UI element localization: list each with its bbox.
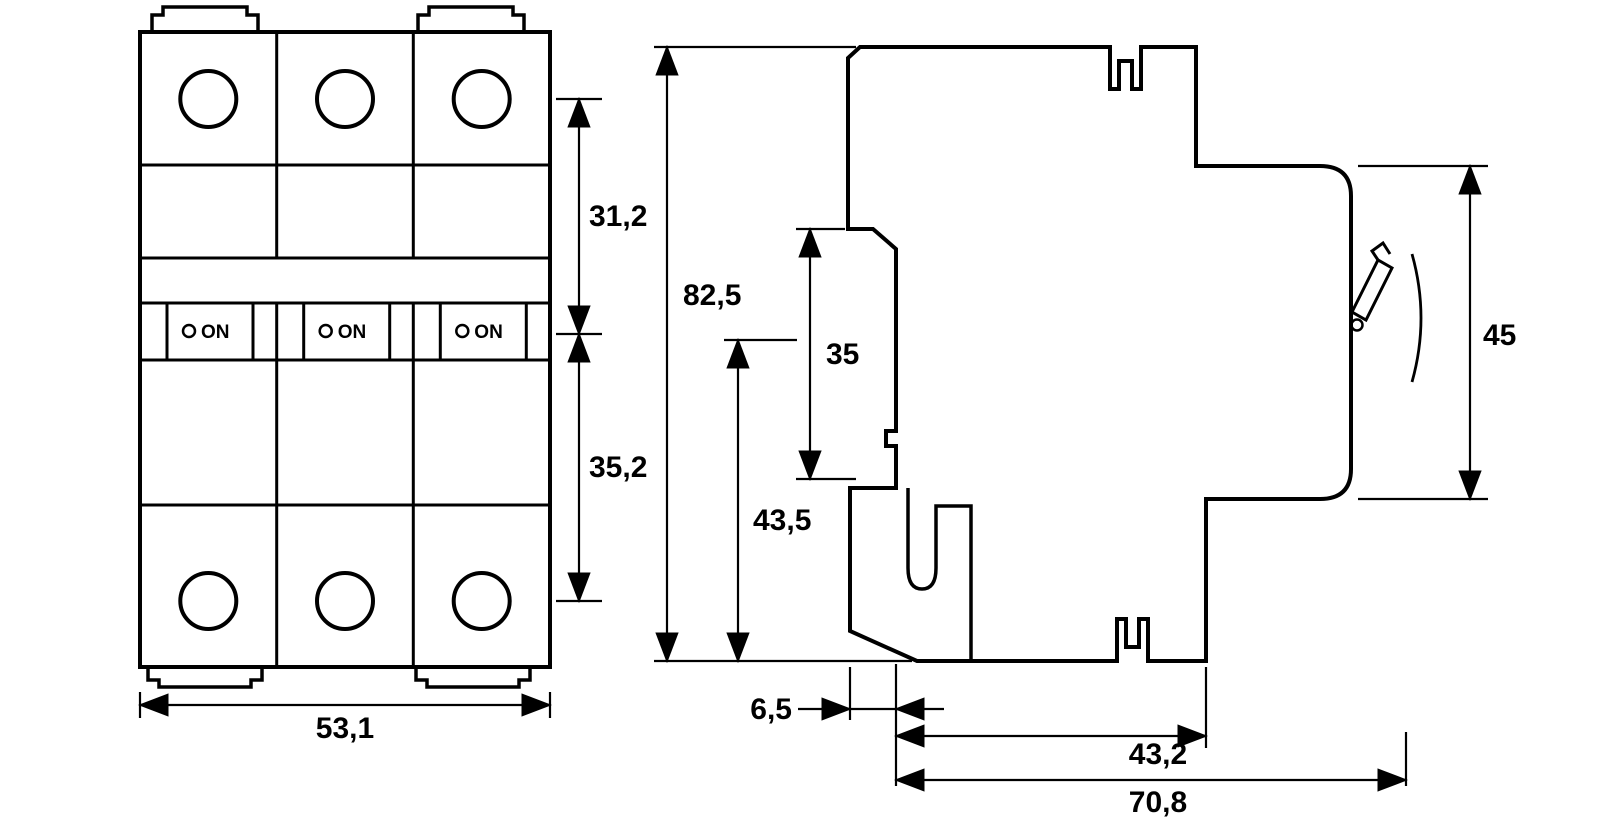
led-indicator-icon bbox=[318, 323, 333, 339]
dimension-label: 53,1 bbox=[316, 712, 374, 745]
front-body-outline bbox=[138, 30, 552, 669]
dimensions: 31,2 35,2 53,1 82,5 35 bbox=[137, 44, 1516, 819]
dimension-side-lower: 43,5 bbox=[724, 337, 811, 664]
terminal-circle bbox=[178, 571, 239, 631]
terminal-circle bbox=[315, 571, 375, 631]
toggle-lever bbox=[1350, 240, 1394, 332]
dimension-label: 6,5 bbox=[750, 693, 792, 726]
front-pole-3-indicator: ON bbox=[455, 322, 503, 343]
din-clip-slot bbox=[906, 488, 973, 659]
side-profile-outline bbox=[846, 45, 1353, 663]
mounting-tab bbox=[414, 667, 532, 689]
terminal-circle bbox=[451, 571, 512, 631]
mounting-tab bbox=[416, 5, 526, 32]
on-label: ON bbox=[338, 322, 367, 343]
dimension-label: 43,5 bbox=[753, 504, 811, 537]
dimension-label: 70,8 bbox=[1129, 786, 1187, 819]
front-view: ON ON ON bbox=[138, 5, 552, 689]
dimension-rear-offset: 6,5 bbox=[750, 664, 944, 786]
terminal-circle bbox=[178, 69, 239, 129]
terminal-circle bbox=[315, 69, 375, 129]
dimension-label: 35,2 bbox=[589, 451, 647, 484]
dimension-side-recess: 35 bbox=[796, 226, 859, 482]
dimension-label: 45 bbox=[1483, 319, 1516, 352]
dimension-front-width: 53,1 bbox=[137, 692, 553, 745]
toggle-pivot-icon bbox=[1350, 318, 1364, 332]
side-view bbox=[846, 45, 1423, 663]
dimension-body-depth: 43,2 bbox=[893, 667, 1209, 771]
front-pole-1-indicator: ON bbox=[181, 322, 230, 343]
dimension-label: 35 bbox=[826, 338, 859, 371]
toggle-lever-body bbox=[1350, 257, 1394, 323]
on-label: ON bbox=[201, 322, 230, 343]
on-label: ON bbox=[474, 322, 503, 343]
mounting-tab bbox=[150, 5, 260, 32]
dimension-label: 31,2 bbox=[589, 200, 647, 233]
front-pole-2-indicator: ON bbox=[318, 322, 367, 343]
dimension-overall-depth: 70,8 bbox=[893, 732, 1409, 819]
led-indicator-icon bbox=[181, 323, 197, 339]
dimension-front-upper-pitch: 31,2 bbox=[556, 96, 647, 337]
dimension-side-height: 82,5 bbox=[654, 44, 912, 664]
dimension-side-front-height: 45 bbox=[1358, 163, 1516, 502]
dimension-label: 82,5 bbox=[683, 279, 741, 312]
dimension-front-lower-pitch: 35,2 bbox=[556, 331, 647, 604]
mounting-tab bbox=[146, 667, 264, 689]
terminal-circle bbox=[451, 69, 512, 129]
led-indicator-icon bbox=[455, 323, 470, 339]
toggle-lever-tip bbox=[1369, 240, 1392, 261]
toggle-swing-arc bbox=[1410, 253, 1423, 383]
dimension-label: 43,2 bbox=[1129, 738, 1187, 771]
